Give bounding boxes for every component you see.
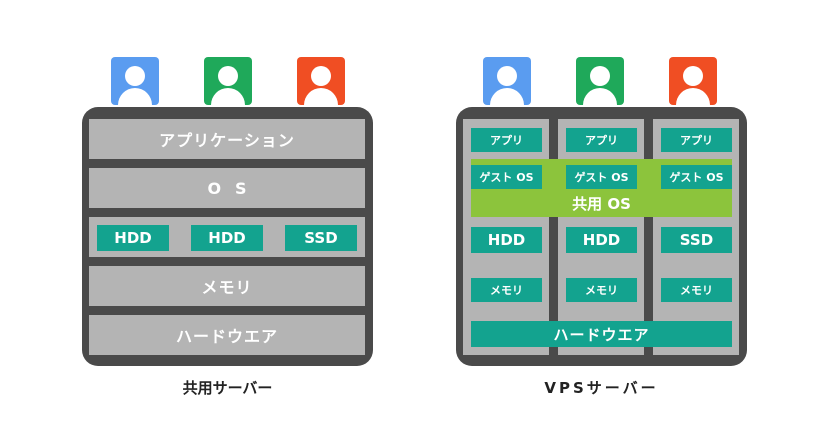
vps-hdd-chip-2: HDD bbox=[566, 227, 637, 253]
vps-memory-chip-3: メモリ bbox=[661, 278, 732, 302]
shared-hardware-layer: ハードウエア bbox=[89, 315, 365, 355]
shared-hdd-chip-1: HDD bbox=[97, 225, 169, 251]
vps-guest-os-chip-1: ゲスト OS bbox=[471, 165, 542, 189]
user-icon-red bbox=[669, 57, 717, 105]
shared-app-layer: アプリケーション bbox=[89, 119, 365, 159]
vps-memory-chip-1: メモリ bbox=[471, 278, 542, 302]
vps-hdd-chip-1: HDD bbox=[471, 227, 542, 253]
vps-app-chip-1: アプリ bbox=[471, 128, 542, 152]
shared-memory-layer: メモリ bbox=[89, 266, 365, 306]
shared-ssd-chip: SSD bbox=[285, 225, 357, 251]
user-icon-green bbox=[204, 57, 252, 105]
vps-app-chip-2: アプリ bbox=[566, 128, 637, 152]
shared-hdd-chip-2: HDD bbox=[191, 225, 263, 251]
user-icon-red bbox=[297, 57, 345, 105]
user-icon-green bbox=[576, 57, 624, 105]
shared-os-layer: OS bbox=[89, 168, 365, 208]
vps-guest-os-chip-2: ゲスト OS bbox=[566, 165, 637, 189]
vps-app-chip-3: アプリ bbox=[661, 128, 732, 152]
vps-memory-chip-2: メモリ bbox=[566, 278, 637, 302]
vps-server-caption: VPSサーバー bbox=[544, 379, 659, 397]
vps-hardware-bar: ハードウエア bbox=[471, 321, 732, 347]
user-icon-blue bbox=[111, 57, 159, 105]
shared-server-caption: 共用サーバー bbox=[182, 379, 273, 397]
vps-ssd-chip: SSD bbox=[661, 227, 732, 253]
user-icon-blue bbox=[483, 57, 531, 105]
vps-guest-os-chip-3: ゲスト OS bbox=[661, 165, 732, 189]
